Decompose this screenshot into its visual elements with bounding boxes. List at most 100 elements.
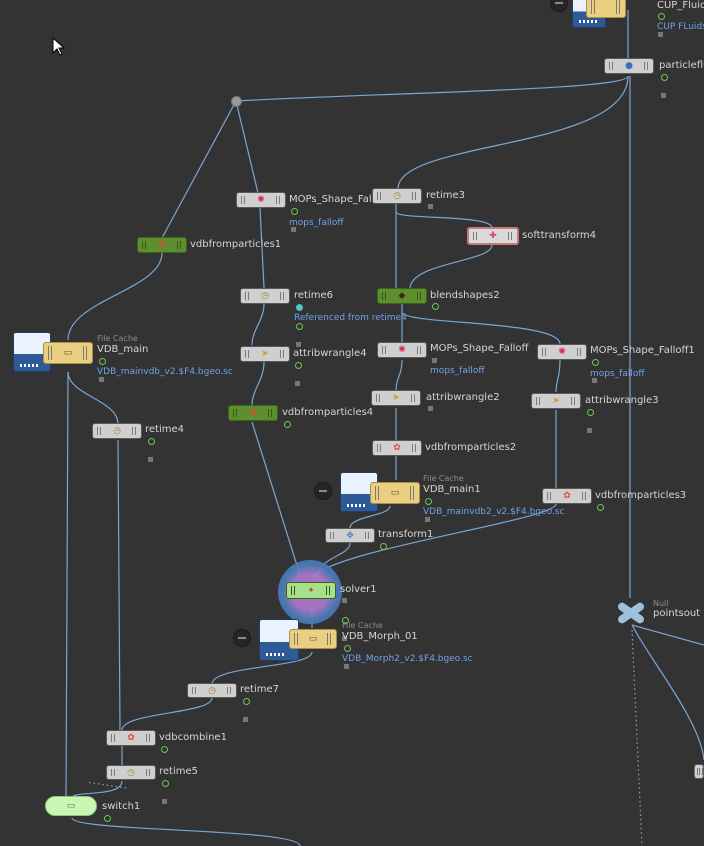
bypass-toggle[interactable] [314, 482, 332, 500]
node-body[interactable]: ◷ [187, 683, 237, 698]
node-body[interactable]: ✺ [537, 344, 587, 360]
drop-icon: ● [625, 61, 633, 71]
node-label: blendshapes2 [430, 290, 500, 301]
node-label: transform1 [378, 529, 434, 540]
node-subtext: CUP FLuids [657, 22, 704, 32]
node-label: attribwrangle4 [293, 348, 367, 359]
node-subtext: mops_falloff [289, 218, 344, 228]
node-body[interactable]: ✿ [542, 488, 592, 504]
node-label: vdbfromparticles4 [282, 407, 374, 418]
node-flags [162, 780, 172, 804]
node-flags [661, 74, 671, 98]
node-flags [432, 303, 442, 311]
node-body[interactable]: ➤ [371, 390, 421, 406]
node-label: vdbcombine1 [159, 732, 227, 743]
node-label: VDB_main [97, 344, 149, 355]
node-body[interactable]: ✿ [106, 730, 156, 746]
node-label: pointsout [653, 608, 701, 619]
node-subtext: VDB_mainvdb2_v2.$F4.bgeo.sc [423, 507, 565, 517]
bypass-toggle[interactable] [233, 629, 251, 647]
node-label: VDB_Morph_01 [342, 631, 418, 642]
falloff-icon: ✺ [558, 347, 566, 357]
node-body[interactable]: ◷ [92, 423, 142, 439]
softtransform-icon: ✚ [489, 231, 497, 241]
node-label: VDB_main1 [423, 484, 481, 495]
node-caption: Null [653, 599, 669, 608]
node-label: retime3 [426, 190, 465, 201]
falloff-icon: ✺ [257, 195, 265, 205]
clock-icon: ◷ [127, 767, 135, 778]
node-flags [380, 543, 390, 551]
node-subtext: Referenced from retime4 [294, 313, 407, 323]
vdb-icon: ✿ [249, 408, 257, 418]
node-body[interactable]: ● [604, 58, 654, 74]
node-flags [295, 362, 305, 386]
node-label: attribwrangle2 [426, 392, 500, 403]
node-subtext: mops_falloff [430, 366, 485, 376]
node-body[interactable]: ✿ [137, 237, 187, 253]
node-body[interactable]: ✺ [236, 192, 286, 208]
node-subtext: VDB_Morph2_v2.$F4.bgeo.sc [342, 654, 473, 664]
node-flags [344, 645, 354, 669]
node-body[interactable]: ▭ [43, 342, 93, 364]
node-flags [658, 13, 668, 37]
node-caption: File Cache [342, 621, 383, 630]
node-body[interactable]: ✦ [286, 582, 336, 599]
node-caption: File Cache [97, 334, 138, 343]
node-label: switch1 [102, 801, 141, 812]
node-flags [428, 406, 436, 414]
clock-icon: ◷ [261, 291, 269, 301]
node-body[interactable]: ✥ [325, 528, 375, 543]
node-subtext: VDB_mainvdb_v2.$F4.bgeo.sc [97, 367, 233, 377]
node-label: retime5 [159, 766, 198, 777]
falloff-icon: ✺ [398, 345, 406, 355]
node-flags [161, 746, 171, 754]
node-flags [592, 359, 602, 383]
node-body[interactable]: ✿ [372, 440, 422, 456]
node-caption: File Cache [423, 474, 464, 483]
node-body[interactable]: ▭ [370, 482, 420, 504]
disk-icon: ▭ [308, 634, 318, 644]
node-label: vdbfromparticles2 [425, 442, 517, 453]
node-label: MOPs_Shape_Falloff [430, 343, 529, 354]
blendshapes-icon: ◆ [398, 291, 406, 301]
solver-icon: ✦ [307, 585, 315, 596]
node-body[interactable]: ➤ [240, 346, 290, 362]
node-flags [425, 498, 435, 522]
node-flags [597, 504, 607, 512]
node-body[interactable]: ◷ [372, 188, 422, 204]
node-label: retime7 [240, 684, 279, 695]
wrangle-icon: ➤ [261, 349, 269, 359]
vdb-icon: ✿ [393, 443, 401, 453]
clock-icon: ◷ [393, 191, 401, 201]
node-flags [99, 358, 109, 382]
node-label: CUP_Fluids [657, 0, 704, 11]
node-body[interactable]: ◷ [106, 765, 156, 780]
node-label: MOPs_Shape_Fall [289, 194, 375, 205]
node-flags [104, 815, 114, 823]
node-body[interactable]: ➤ [531, 393, 581, 409]
node-body[interactable]: ▭ [289, 629, 337, 649]
node-subtext: mops_falloff [590, 369, 645, 379]
node-label: vdbfromparticles3 [595, 490, 687, 501]
node-body[interactable]: ✿ [228, 405, 278, 421]
node-flags [342, 598, 352, 641]
node-flags [428, 204, 436, 212]
node-body[interactable] [694, 764, 704, 779]
wire-dot[interactable] [231, 96, 242, 107]
node-body[interactable] [586, 0, 626, 18]
node-body[interactable]: ▭ [45, 796, 97, 816]
switch-icon: ▭ [66, 801, 76, 811]
wrangle-icon: ➤ [392, 393, 400, 403]
node-body[interactable]: ◷ [240, 288, 290, 304]
node-body[interactable]: ✚ [467, 227, 519, 245]
clock-icon: ◷ [113, 426, 121, 436]
node-label: attribwrangle3 [585, 395, 659, 406]
node-flags [296, 304, 306, 347]
vdb-icon: ✿ [158, 240, 166, 250]
null-x-icon[interactable] [614, 598, 648, 626]
node-body[interactable]: ✺ [377, 342, 427, 358]
node-label: softtransform4 [522, 230, 596, 241]
node-body[interactable]: ◆ [377, 288, 427, 304]
disk-icon: ▭ [63, 348, 73, 358]
